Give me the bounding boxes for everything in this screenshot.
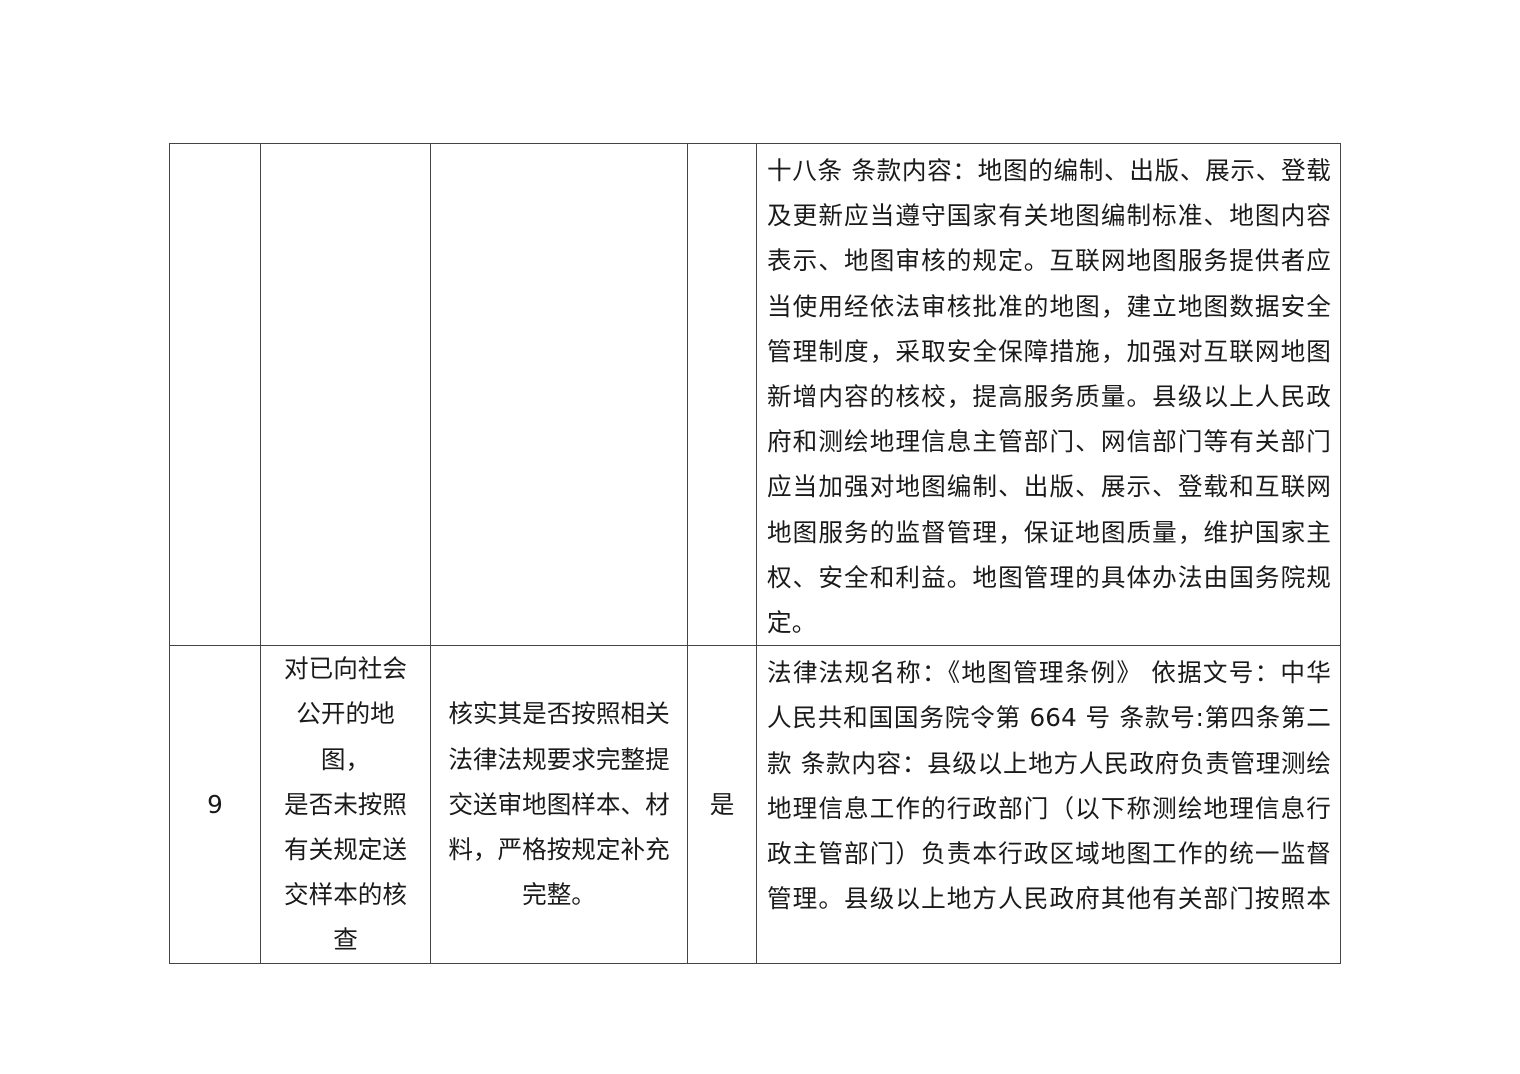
basis-line: 十八条 条款内容：地图的编制、出版、展示、登载 xyxy=(767,156,1331,185)
item-line: 对已向社会 xyxy=(284,654,407,684)
requirement-line: 交送审地图样本、材 xyxy=(448,789,670,819)
item-line: 查 xyxy=(333,925,358,955)
item-line: 交样本的核 xyxy=(284,880,407,910)
basis-line: 及更新应当遵守国家有关地图编制标准、地图内容 xyxy=(767,201,1331,231)
cell-item: 对已向社会 公开的地图， 是否未按照 有关规定送 交样本的核 查 xyxy=(260,645,431,964)
basis-line: 权、安全和利益。地图管理的具体办法由国务院规 xyxy=(767,562,1331,592)
flag-value: 是 xyxy=(709,789,735,819)
basis-line: 人民共和国国务院令第 664 号 条款号:第四条第二 xyxy=(767,703,1331,733)
row-number: 9 xyxy=(207,789,223,819)
basis-line: 府和测绘地理信息主管部门、网信部门等有关部门 xyxy=(767,427,1331,457)
basis-line: 新增内容的核校，提高服务质量。县级以上人民政 xyxy=(767,382,1331,412)
inspection-table: 十八条 条款内容：地图的编制、出版、展示、登载 及更新应当遵守国家有关地图编制标… xyxy=(169,142,1341,964)
basis-line: 地图服务的监督管理，保证地图质量，维护国家主 xyxy=(767,517,1331,547)
basis-line: 表示、地图审核的规定。互联网地图服务提供者应 xyxy=(767,246,1331,276)
basis-line: 当使用经依法审核批准的地图，建立地图数据安全 xyxy=(767,291,1331,321)
item-line: 是否未按照 xyxy=(284,789,407,819)
table-row-continued: 十八条 条款内容：地图的编制、出版、展示、登载 及更新应当遵守国家有关地图编制标… xyxy=(169,142,1341,647)
basis-line: 法律法规名称：《地图管理条例》 依据文号：中华 xyxy=(767,658,1331,688)
basis-line: 地理信息工作的行政部门（以下称测绘地理信息行 xyxy=(767,793,1331,823)
item-line: 公开的地图， xyxy=(296,699,395,774)
basis-line: 管理制度，采取安全保障措施，加强对互联网地图 xyxy=(767,336,1331,366)
basis-line: 定。 xyxy=(767,608,817,638)
cell-number-empty xyxy=(169,142,261,647)
table-row-9: 9 对已向社会 公开的地图， 是否未按照 有关规定送 交样本的核 查 核实其是否… xyxy=(169,645,1341,964)
basis-line: 款 条款内容：县级以上地方人民政府负责管理测绘 xyxy=(767,748,1331,778)
cell-requirement-empty xyxy=(430,142,688,647)
basis-line: 应当加强对地图编制、出版、展示、登载和互联网 xyxy=(767,472,1331,502)
cell-legal-basis-continued: 十八条 条款内容：地图的编制、出版、展示、登载 及更新应当遵守国家有关地图编制标… xyxy=(756,142,1341,647)
requirement-line: 料，严格按规定补充 xyxy=(448,835,670,865)
cell-flag: 是 xyxy=(687,645,757,964)
cell-item-empty xyxy=(260,142,431,647)
requirement-line: 法律法规要求完整提 xyxy=(448,744,670,774)
basis-line: 管理。县级以上地方人民政府其他有关部门按照本 xyxy=(767,884,1331,914)
requirement-line: 完整。 xyxy=(522,880,596,910)
cell-number: 9 xyxy=(169,645,261,964)
cell-flag-empty xyxy=(687,142,757,647)
basis-line: 政主管部门）负责本行政区域地图工作的统一监督 xyxy=(767,839,1331,869)
cell-legal-basis: 法律法规名称：《地图管理条例》 依据文号：中华 人民共和国国务院令第 664 号… xyxy=(756,645,1341,964)
requirement-line: 核实其是否按照相关 xyxy=(448,699,670,729)
cell-requirement: 核实其是否按照相关 法律法规要求完整提 交送审地图样本、材 料，严格按规定补充 … xyxy=(430,645,688,964)
item-line: 有关规定送 xyxy=(284,835,407,865)
